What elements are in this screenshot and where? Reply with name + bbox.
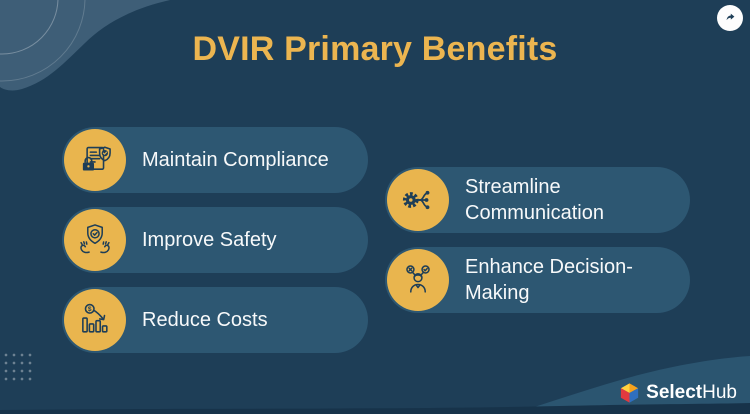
benefit-card-maintain-compliance: Maintain Compliance — [62, 127, 368, 193]
page-title: DVIR Primary Benefits — [192, 30, 558, 68]
icon-circle: $ — [64, 289, 126, 351]
benefit-label: Reduce Costs — [142, 309, 268, 331]
hands-holding-shield-icon — [80, 224, 110, 254]
icon-circle — [387, 249, 449, 311]
brand-name-light: Hub — [702, 382, 737, 403]
benefit-label: Streamline Communication — [465, 176, 604, 224]
icon-circle — [64, 209, 126, 271]
benefit-label: Enhance Decision-Making — [465, 256, 633, 304]
dot-grid-decoration — [2, 351, 32, 382]
benefit-card-enhance-decision-making: Enhance Decision-Making — [385, 247, 690, 313]
share-arrow-icon — [726, 13, 735, 21]
top-left-blob — [0, 0, 170, 91]
benefit-card-streamline-communication: Streamline Communication — [385, 167, 690, 233]
gear-network-icon — [402, 190, 430, 210]
brand-name: SelectHub — [646, 382, 737, 404]
icon-circle — [387, 169, 449, 231]
benefit-label: Improve Safety — [142, 229, 277, 251]
decor-arc-large — [0, 0, 86, 82]
selecthub-brand[interactable]: SelectHub — [618, 381, 737, 405]
declining-bars-dollar-icon: $ — [82, 303, 108, 333]
benefit-label: Maintain Compliance — [142, 149, 329, 171]
share-button[interactable] — [717, 5, 743, 31]
svg-text:$: $ — [88, 306, 92, 313]
decor-arc-small — [0, 0, 59, 55]
compliance-document-shield-icon — [82, 146, 111, 171]
benefit-card-reduce-costs: $ Reduce Costs — [62, 287, 368, 353]
person-choice-icon — [406, 265, 430, 293]
icon-circle — [64, 129, 126, 191]
selecthub-cube-logo — [621, 383, 639, 403]
brand-name-bold: Select — [646, 382, 703, 403]
bottom-wave — [0, 403, 750, 414]
benefit-card-improve-safety: Improve Safety — [62, 207, 368, 273]
